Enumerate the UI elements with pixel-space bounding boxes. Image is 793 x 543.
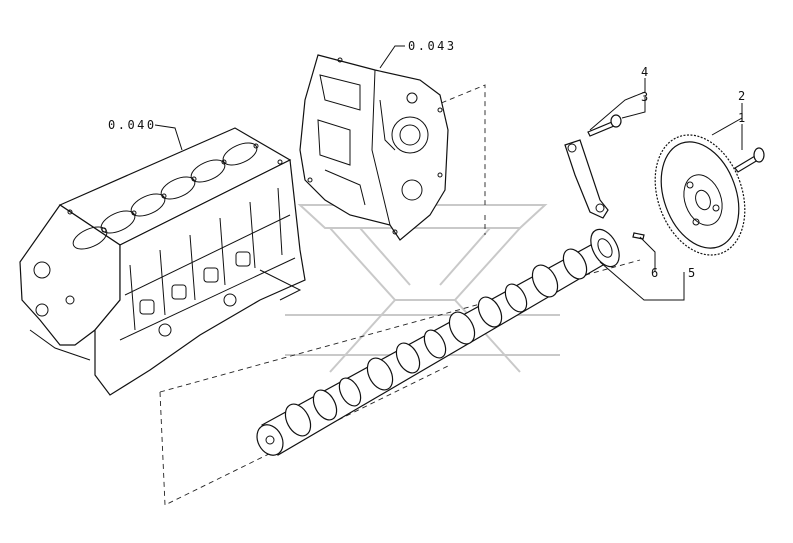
engine-block [19, 127, 306, 396]
callout-item-4: 4 [641, 65, 651, 79]
camshaft-gear [654, 134, 746, 256]
callout-item-3: 3 [641, 90, 651, 104]
camshaft [256, 228, 620, 456]
callout-labels: 0.040 0.043 1 2 3 4 5 6 [108, 39, 748, 280]
callout-item-1: 1 [738, 111, 748, 125]
callout-cover-ref: 0.043 [408, 39, 457, 53]
thrust-plate [564, 139, 609, 219]
leader-lines [154, 45, 743, 301]
dowel-pin [632, 232, 645, 240]
gear-screw [734, 147, 765, 173]
callout-item-6: 6 [651, 266, 661, 280]
callout-item-2: 2 [738, 89, 748, 103]
callout-item-5: 5 [688, 266, 698, 280]
timing-cover [299, 54, 449, 241]
callout-block-ref: 0.040 [108, 118, 157, 132]
thrust-plate-screw [587, 114, 622, 137]
